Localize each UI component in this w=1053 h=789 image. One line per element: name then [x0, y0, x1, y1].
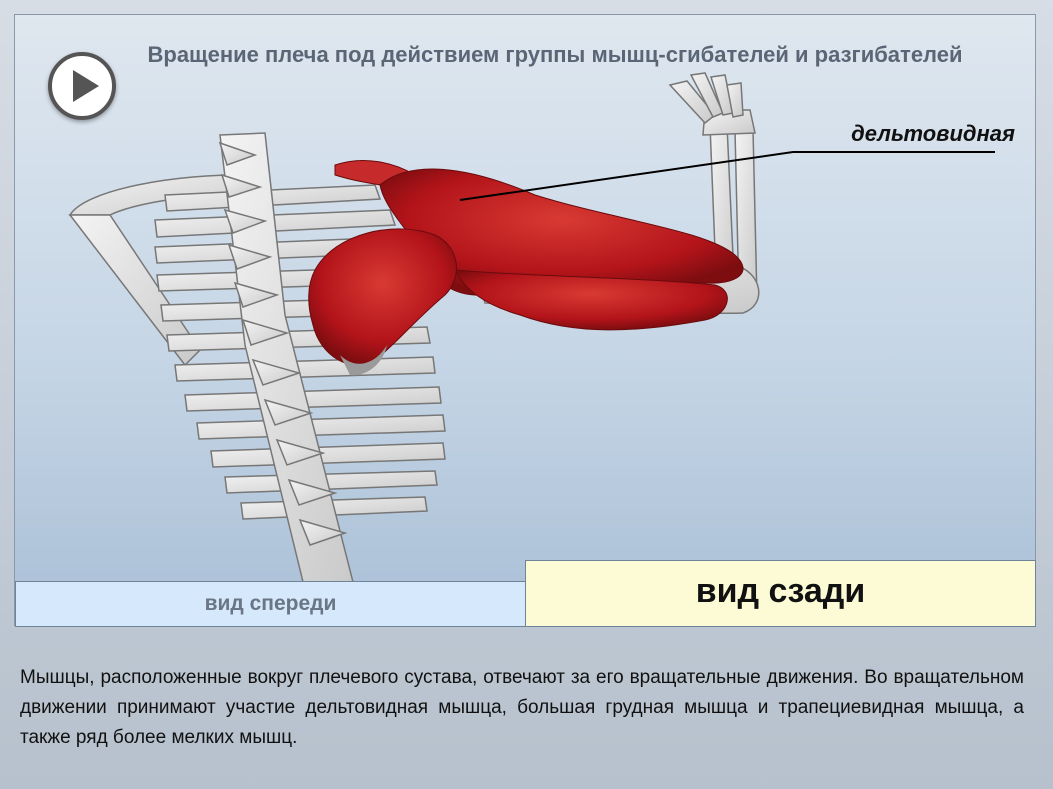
play-icon [73, 70, 99, 102]
spine [218, 132, 356, 591]
description-text: Мышцы, расположенные вокруг плечевого су… [20, 667, 1024, 748]
back-view-label: вид сзади [695, 572, 866, 610]
deltoid-label: дельтовидная [851, 121, 1015, 146]
callout-line [459, 151, 995, 201]
page-title: Вращение плеча под действием группы мышц… [147, 42, 963, 67]
front-view-button[interactable]: вид спереди [15, 581, 526, 627]
back-view-button[interactable]: вид сзади [525, 560, 1036, 627]
front-view-label: вид спереди [204, 592, 337, 615]
deltoid-muscle [308, 159, 744, 376]
shoulder-illustration [68, 72, 995, 591]
animation-frame: Вращение плеча под действием группы мышц… [14, 14, 1036, 626]
play-button[interactable] [48, 52, 116, 120]
